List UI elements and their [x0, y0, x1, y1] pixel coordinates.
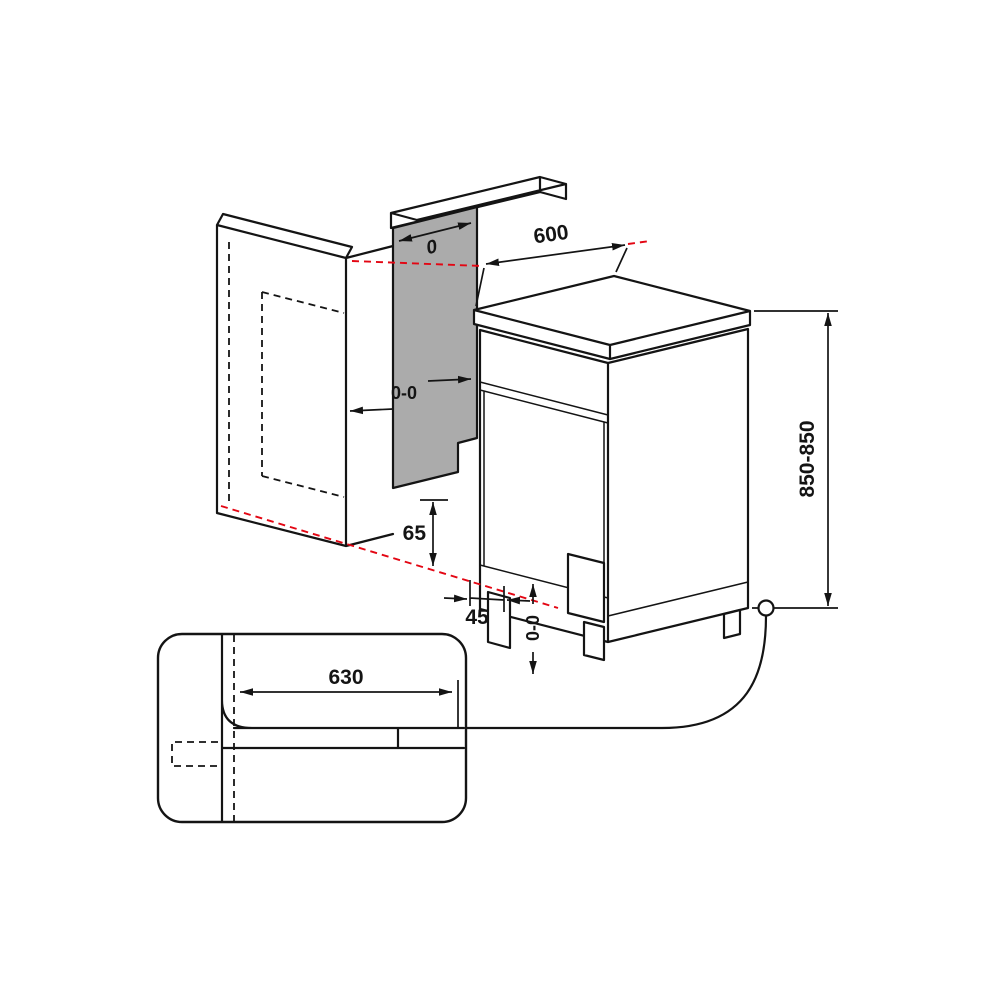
- cabinet-outline: [215, 212, 395, 548]
- dimension-top-gap: 0: [398, 222, 472, 259]
- adjacent-cabinet: [215, 212, 395, 548]
- dishwasher: [472, 274, 752, 662]
- dishwasher-body: [478, 327, 750, 644]
- detail-view: 630: [156, 632, 468, 824]
- detail-callout: [465, 599, 775, 730]
- callout-connector: [465, 614, 768, 730]
- dimension-foot: 45: [443, 580, 531, 629]
- callout-marker: [757, 599, 775, 617]
- dim-label-side-clearance: 0-0: [391, 383, 417, 403]
- dim-label-foot: 45: [465, 606, 489, 629]
- dim-label-depth: 600: [532, 221, 570, 249]
- arrow-in-left: [443, 594, 468, 603]
- detail-wall-and-base: [220, 633, 466, 823]
- dishwasher-door-lines: [479, 381, 749, 617]
- detail-hidden-lines: [171, 635, 235, 821]
- dim-label-bottom-clearance: 0-0: [523, 615, 543, 641]
- dimension-depth: 600: [475, 221, 628, 307]
- dim-label-plinth: 65: [403, 522, 427, 545]
- countertop-stub: [389, 175, 568, 230]
- dim-extensions: [752, 310, 838, 609]
- dishwasher-worktop: [472, 274, 752, 361]
- top-guide-line: [351, 240, 651, 267]
- alignment-guides: [220, 240, 651, 609]
- side-panel: [391, 205, 479, 490]
- dim-line: [485, 242, 626, 267]
- countertop-edges: [389, 175, 568, 230]
- dimension-plinth: 65: [403, 499, 448, 566]
- dim-line: [398, 222, 472, 242]
- arrow-in-right: [506, 596, 531, 605]
- dim-ticks: [469, 580, 505, 612]
- arrow-right: [427, 375, 472, 384]
- dimension-bottom-clearance: 0-0: [523, 584, 543, 674]
- arrow-left: [349, 406, 394, 415]
- dimension-side-clearance: 0-0: [349, 375, 472, 415]
- dimension-height: 850-850: [752, 310, 838, 609]
- floor-guide-line: [220, 505, 559, 609]
- cabinet-hidden-edges: [228, 242, 345, 504]
- dim-label-top-gap: 0: [424, 236, 439, 259]
- dishwasher-feet: [486, 552, 742, 662]
- dim-label-height: 850-850: [796, 420, 819, 497]
- dim-label-detail-depth: 630: [328, 666, 363, 689]
